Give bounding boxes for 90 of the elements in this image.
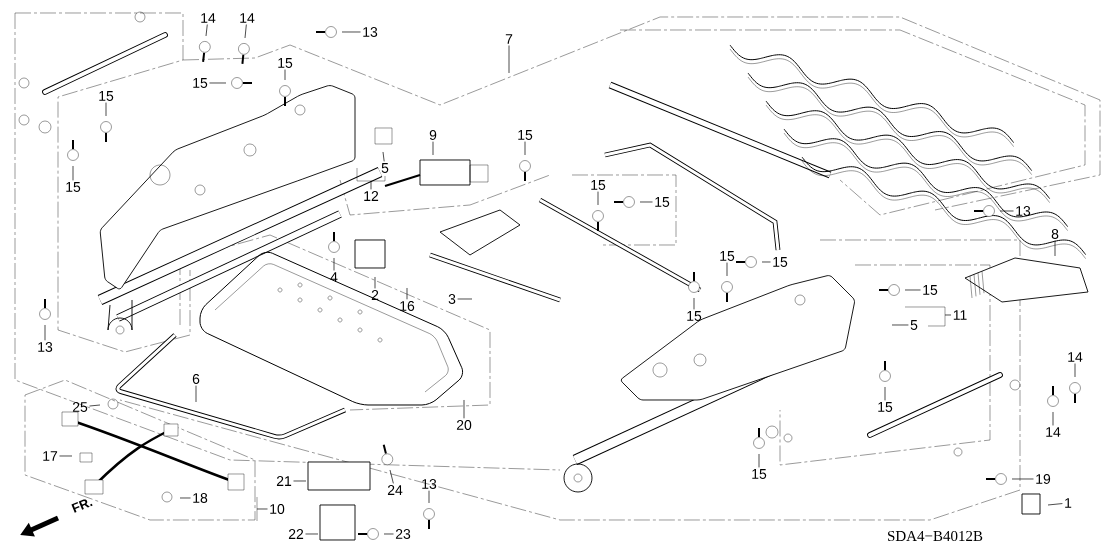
leader-line (209, 82, 227, 84)
callout-number: 13 (363, 27, 378, 37)
drawing-code: SDA4−B4012B (888, 530, 983, 542)
leader-line (761, 261, 771, 263)
callout-number: 19 (1036, 474, 1051, 484)
callout-number: 15 (720, 251, 735, 261)
leader-line (256, 508, 268, 510)
callout-number: 23 (395, 529, 411, 539)
leader-line (341, 31, 361, 33)
callout-number: 14 (1046, 427, 1061, 437)
leader-line (284, 69, 286, 81)
leader-line (293, 480, 307, 482)
callout-number: 7 (505, 34, 513, 44)
leader-line (1047, 503, 1063, 506)
leader-line (463, 399, 465, 419)
callout-number: 15 (923, 285, 938, 295)
leader-line (89, 404, 101, 407)
leader-line (639, 201, 653, 203)
callout-number: 24 (387, 485, 403, 495)
callout-number: 20 (456, 420, 472, 430)
leader-line (726, 262, 728, 277)
leader-line (1074, 363, 1076, 378)
callout-number: 14 (201, 13, 216, 23)
callout-number: 5 (910, 320, 918, 330)
leader-line (333, 257, 335, 271)
callout-number: 14 (240, 13, 255, 23)
callout-number: 8 (1051, 229, 1059, 239)
leader-line (195, 385, 197, 403)
callout-number: 18 (193, 493, 208, 503)
leader-line (382, 151, 385, 162)
callout-number: 25 (72, 402, 88, 412)
leader-line (205, 24, 208, 37)
callout-number: 13 (1016, 206, 1031, 216)
callout-number: 15 (687, 311, 702, 321)
leader-line (370, 180, 372, 190)
callout-number: 2 (371, 290, 379, 300)
callout-number: 14 (1068, 352, 1083, 362)
callout-number: 16 (400, 301, 415, 311)
leader-line (999, 210, 1014, 212)
callout-number: 15 (591, 180, 606, 190)
leader-line (305, 533, 319, 535)
callout-number: 15 (773, 257, 788, 267)
callout-number: 15 (878, 402, 893, 412)
leader-line (179, 497, 191, 499)
callout-number: 12 (364, 191, 379, 201)
leader-line (406, 287, 408, 300)
callout-number: 10 (270, 504, 285, 514)
leader-line (457, 298, 473, 300)
leader-line (44, 324, 46, 341)
callout-number: 9 (429, 130, 437, 140)
leader-line (428, 490, 430, 504)
leader-line (432, 141, 434, 156)
leader-line (1052, 411, 1054, 426)
leader-line (374, 276, 376, 289)
leader-line (389, 469, 394, 484)
callout-number: 15 (278, 58, 293, 68)
leader-line (891, 324, 909, 326)
leader-line (524, 141, 526, 156)
callout-number: 15 (518, 130, 533, 140)
leader-line (105, 102, 107, 117)
leader-line (1054, 240, 1056, 257)
callout-number: 4 (330, 272, 338, 282)
leader-line (383, 533, 394, 535)
leader-line (693, 297, 695, 310)
callout-number: 15 (752, 469, 767, 479)
callout-number: 3 (448, 294, 456, 304)
callout-number: 15 (99, 91, 114, 101)
callout-number: 22 (288, 529, 304, 539)
leader-line (597, 191, 599, 206)
leader-line (758, 453, 760, 468)
leader-line (72, 165, 74, 181)
callout-number: 6 (192, 374, 200, 384)
leader-line (884, 386, 886, 401)
callout-number: 11 (953, 310, 967, 320)
leader-line (904, 289, 921, 291)
callout-number: 17 (43, 451, 58, 461)
callout-number: 15 (66, 182, 81, 192)
callout-number: 21 (276, 476, 292, 486)
callout-number: 5 (381, 163, 389, 173)
leader-line (244, 24, 247, 39)
callout-number: 13 (422, 479, 437, 489)
callout-number: 13 (38, 342, 53, 352)
leader-line (944, 314, 952, 316)
callout-number: 15 (655, 197, 670, 207)
direction-label: FR. (71, 499, 93, 513)
callout-number: 15 (193, 78, 208, 88)
callout-number: 1 (1065, 498, 1072, 508)
leader-line (508, 45, 510, 74)
leader-line (1011, 478, 1034, 480)
leader-line (59, 455, 73, 457)
